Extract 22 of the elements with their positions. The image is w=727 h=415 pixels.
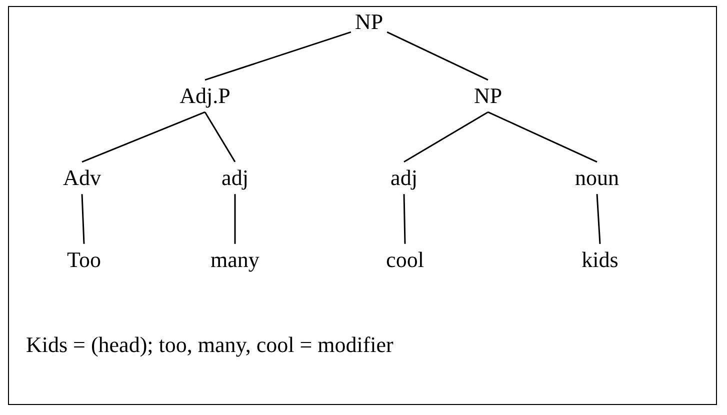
tree-branch-line <box>82 111 206 163</box>
tree-branch-line <box>386 31 488 81</box>
tree-node-label: noun <box>575 166 619 190</box>
tree-node-label: Adj.P <box>180 84 230 108</box>
tree-branch-line <box>204 112 236 162</box>
tree-branch-line <box>81 194 85 244</box>
tree-node-label: adj <box>222 166 248 190</box>
tree-node-label: NP <box>474 84 502 108</box>
note-text: Kids = (head); too, many, cool = modifier <box>26 332 394 358</box>
tree-node-label: Too <box>67 248 101 272</box>
tree-node-label: adj <box>390 166 418 190</box>
tree-node-label: cool <box>386 248 424 272</box>
tree-branch-line <box>403 194 406 244</box>
tree-node-label: kids <box>582 248 618 272</box>
tree-node-label: NP <box>354 10 384 34</box>
tree-branch-line <box>404 111 488 163</box>
tree-branch-line <box>204 31 352 81</box>
tree-branch-line <box>488 111 598 163</box>
tree-node-label: many <box>210 248 260 272</box>
tree-branch-line <box>596 194 601 244</box>
tree-branch-line <box>234 194 236 244</box>
tree-node-label: Adv <box>63 166 101 190</box>
